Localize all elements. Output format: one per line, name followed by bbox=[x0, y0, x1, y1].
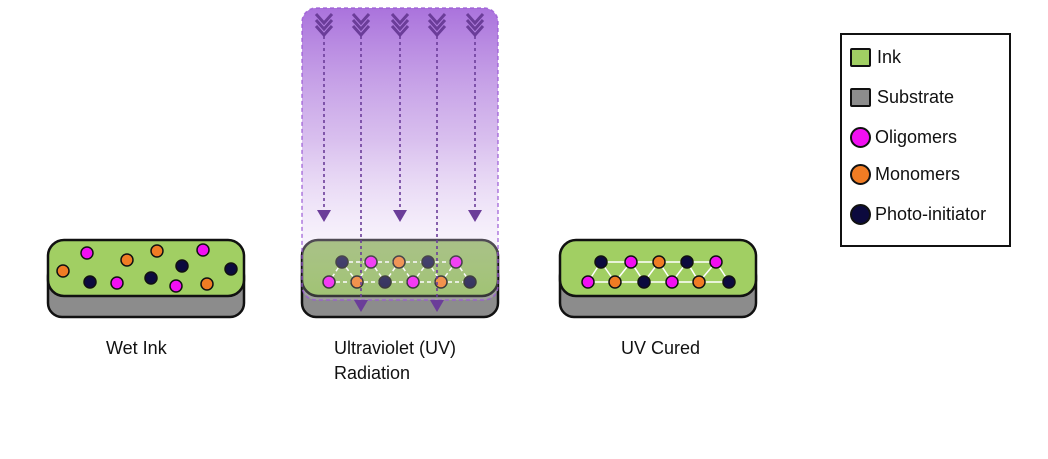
ink-layer bbox=[46, 238, 246, 298]
oligomer-particle bbox=[665, 275, 679, 289]
uv-chevron-icon bbox=[351, 25, 371, 38]
photo-initiator-particle bbox=[83, 275, 97, 289]
monomer-particle bbox=[692, 275, 706, 289]
legend: Ink Substrate Oligomers Monomers Photo-i… bbox=[840, 33, 1011, 247]
oligomer-particle bbox=[709, 255, 723, 269]
monomer-particle bbox=[200, 277, 214, 291]
uv-chevron-icon bbox=[351, 13, 371, 26]
monomer-particle bbox=[652, 255, 666, 269]
uv-chevron-icon bbox=[314, 13, 334, 26]
arrow-down-icon bbox=[430, 300, 444, 312]
uv-chevron-icon bbox=[314, 19, 334, 32]
monomer-particle bbox=[120, 253, 134, 267]
arrow-down-icon bbox=[354, 300, 368, 312]
uv-chevron-icon bbox=[351, 19, 371, 32]
caption-line: Radiation bbox=[334, 363, 411, 383]
legend-label: Monomers bbox=[875, 163, 961, 184]
arrow-down-icon bbox=[317, 210, 331, 222]
substrate-swatch bbox=[850, 87, 871, 107]
legend-label: Ink bbox=[877, 46, 902, 67]
photo-initiator-particle bbox=[722, 275, 736, 289]
legend-item-oligomers: Oligomers bbox=[850, 124, 957, 150]
oligomer-particle bbox=[169, 279, 183, 293]
monomer-particle bbox=[56, 264, 70, 278]
oligomer-swatch bbox=[850, 126, 871, 148]
photo-initiator-particle bbox=[144, 271, 158, 285]
uv-chevron-icon bbox=[465, 19, 485, 32]
oligomer-particle bbox=[196, 243, 210, 257]
oligomer-particle bbox=[624, 255, 638, 269]
arrow-down-icon bbox=[468, 210, 482, 222]
oligomer-particle bbox=[80, 246, 94, 260]
caption-uv-cured: UV Cured bbox=[621, 336, 700, 361]
photo-initiator-particle bbox=[175, 259, 189, 273]
uv-chevron-icon bbox=[465, 13, 485, 26]
legend-item-substrate: Substrate bbox=[850, 84, 954, 110]
uv-rays bbox=[314, 13, 485, 312]
caption-wet-ink: Wet Ink bbox=[106, 336, 167, 361]
photo-initiator-particle bbox=[680, 255, 694, 269]
legend-label: Oligomers bbox=[875, 126, 958, 147]
uv-chevron-icon bbox=[390, 13, 410, 26]
monomer-swatch bbox=[850, 163, 871, 185]
wet-ink-sample bbox=[46, 238, 246, 319]
arrow-down-icon bbox=[393, 210, 407, 222]
caption-line: Ultraviolet (UV) bbox=[334, 338, 457, 358]
photo-initiator-swatch bbox=[850, 203, 871, 225]
legend-item-ink: Ink bbox=[850, 44, 901, 70]
wet-ink-particles bbox=[56, 243, 238, 293]
caption-line: Wet Ink bbox=[106, 338, 167, 358]
cured-ink-particles bbox=[581, 255, 736, 289]
monomer-particle bbox=[150, 244, 164, 258]
oligomer-particle bbox=[581, 275, 595, 289]
legend-label: Substrate bbox=[877, 86, 955, 107]
uv-light-beam bbox=[301, 7, 499, 312]
photo-initiator-particle bbox=[637, 275, 651, 289]
caption-line: UV Cured bbox=[621, 338, 701, 358]
photo-initiator-particle bbox=[594, 255, 608, 269]
uv-chevron-icon bbox=[390, 19, 410, 32]
uv-light-region bbox=[301, 7, 499, 301]
legend-item-photo-initiator: Photo-initiator bbox=[850, 201, 986, 227]
photo-initiator-particle bbox=[224, 262, 238, 276]
uv-chevron-icon bbox=[314, 25, 334, 38]
uv-chevron-icon bbox=[390, 25, 410, 38]
uv-chevron-icon bbox=[427, 25, 447, 38]
uv-chevron-icon bbox=[465, 25, 485, 38]
oligomer-particle bbox=[110, 276, 124, 290]
uv-chevron-icon bbox=[427, 19, 447, 32]
uv-chevron-icon bbox=[427, 13, 447, 26]
legend-label: Photo-initiator bbox=[875, 203, 987, 224]
caption-uv-radiation: Ultraviolet (UV) Radiation bbox=[334, 336, 456, 386]
ink-swatch bbox=[850, 47, 871, 67]
legend-item-monomers: Monomers bbox=[850, 161, 960, 187]
cured-sample bbox=[558, 238, 758, 319]
monomer-particle bbox=[608, 275, 622, 289]
